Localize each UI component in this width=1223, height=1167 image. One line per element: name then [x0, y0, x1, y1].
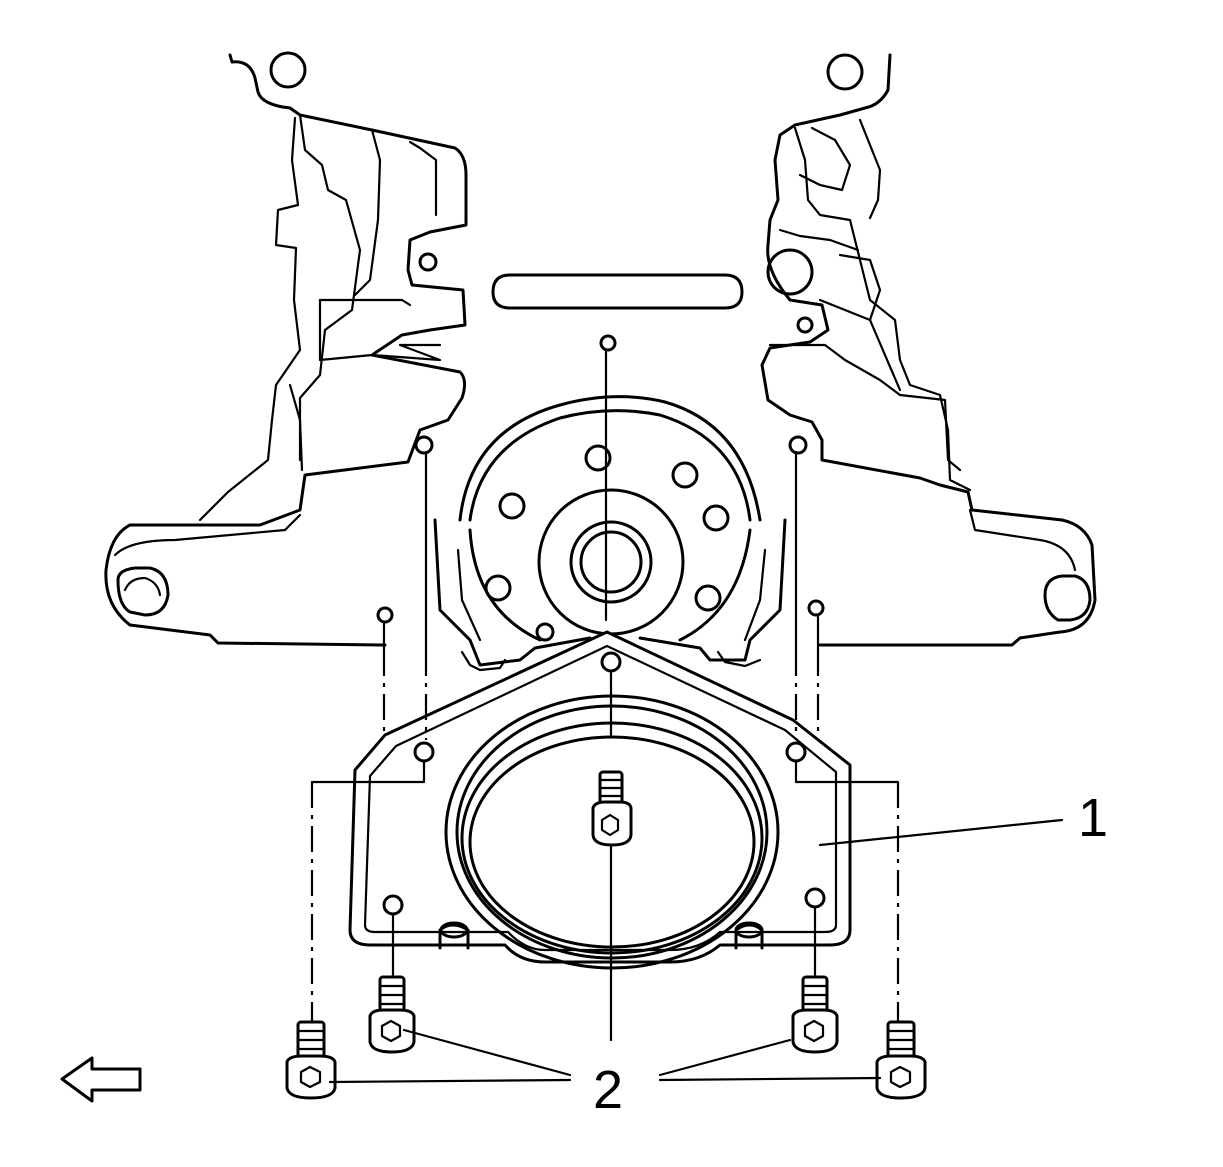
- screw-outer-left: [285, 1020, 337, 1100]
- screws: [285, 770, 927, 1100]
- crankshaft-flange: [433, 395, 787, 672]
- block-hole-left-lower: [376, 606, 394, 624]
- alignment-lines: [310, 350, 900, 1042]
- bolt-hole-upper-right: [785, 741, 807, 763]
- screw-center: [591, 770, 633, 847]
- bolt-hole-upper-left: [413, 741, 435, 763]
- leader-part-2-b: [328, 1078, 572, 1084]
- screw-lower-right: [791, 975, 839, 1054]
- callout-part-2: 2: [593, 1060, 623, 1120]
- block-hole-right-lower: [807, 599, 825, 617]
- screw-lower-left: [368, 975, 416, 1054]
- bolt-hole-top: [600, 651, 622, 673]
- bolt-hole-lower-right: [804, 887, 826, 909]
- screw-outer-right: [875, 1020, 927, 1100]
- block-hole-right-upper: [788, 435, 808, 455]
- leader-part-2-d: [658, 1076, 882, 1082]
- bolt-hole-lower-left: [382, 894, 404, 916]
- leader-part-2-a: [402, 1028, 572, 1077]
- callout-part-1: 1: [1078, 788, 1108, 848]
- engine-block: [104, 51, 1097, 647]
- leader-lines: [328, 818, 1064, 1084]
- block-hole-left-upper: [414, 435, 434, 455]
- leader-part-1: [818, 818, 1064, 847]
- left-arrow-icon: [60, 1056, 142, 1103]
- leader-part-2-c: [658, 1038, 792, 1077]
- block-hole-center: [599, 334, 617, 352]
